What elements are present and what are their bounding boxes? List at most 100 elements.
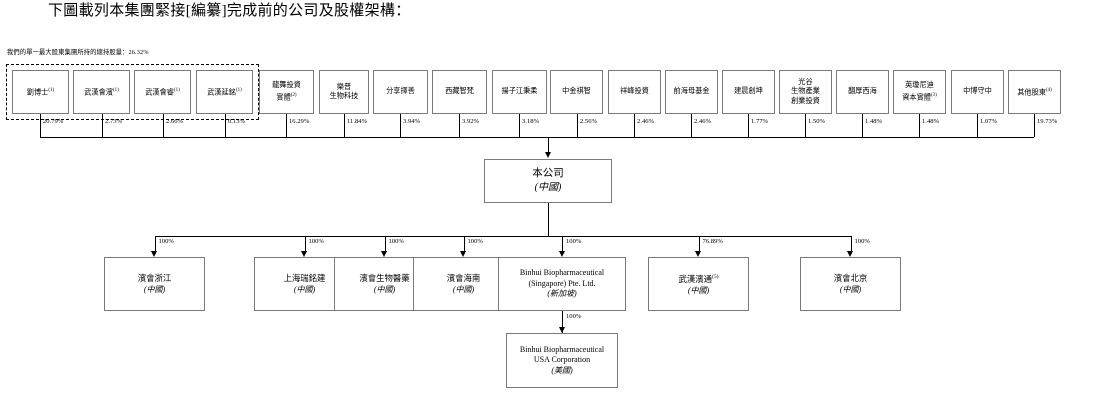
subsidiary-connector-arrow	[381, 251, 388, 257]
shareholder-connector-line	[577, 114, 578, 137]
company-name: 本公司	[532, 168, 564, 179]
shareholder-box: 前海母基金	[665, 70, 718, 114]
shareholder-name: 建晨創坤	[734, 87, 763, 96]
shareholder-percentage: 3.18%	[522, 118, 540, 125]
shareholder-name: 樂普	[336, 82, 352, 91]
shareholder-name: 實體(2)	[276, 92, 297, 102]
shareholder-box: 翻厚西海	[836, 70, 889, 114]
subsidiary-connector-arrow	[151, 251, 158, 257]
subsidiary-connector-arrow	[695, 251, 702, 257]
shareholder-connector-line	[805, 114, 806, 137]
company-jurisdiction: (中國)	[534, 182, 562, 193]
shareholder-connector-line	[1034, 114, 1035, 137]
subsidiary-name: (Singapore) Pte. Ltd.	[528, 278, 596, 288]
usa-inflow-arrow	[558, 327, 565, 333]
shareholder-percentage: 1.77%	[751, 118, 769, 125]
footnote-marker: (1)	[48, 88, 55, 94]
shareholder-connector-line	[459, 114, 460, 137]
shareholder-box: 西藏智梵	[432, 70, 487, 114]
shareholder-box: 龍舞投資實體(2)	[259, 70, 314, 114]
shareholder-percentage: 16.29%	[289, 118, 310, 125]
shareholder-connector-line	[286, 114, 287, 137]
shareholder-box: 中博守中	[951, 70, 1004, 114]
subsidiary-name: 武漢濱通(5)	[678, 274, 719, 284]
shareholder-percentage: 1.50%	[808, 118, 826, 125]
subsidiary-bus-line	[154, 236, 851, 237]
shareholder-name: 翻厚西海	[848, 87, 877, 96]
footnote-marker: (1)	[235, 88, 242, 94]
shareholder-box: 武漢會濱(1)	[73, 70, 130, 114]
shareholder-box: 其他股東(4)	[1008, 70, 1061, 114]
subsidiary-connector-line	[304, 236, 306, 252]
subsidiary-percentage: 100%	[467, 238, 483, 245]
footnote-marker: (1)	[173, 88, 180, 94]
shareholder-percentage: 11.84%	[347, 118, 368, 125]
shareholder-name: 資本實體(3)	[902, 92, 937, 102]
shareholder-box: 分享擇善	[373, 70, 428, 114]
largest-shareholder-group-note: 我們的單一最大股東集團所持的總持股量：26.32%	[7, 49, 149, 56]
subsidiary-connector-line	[463, 236, 465, 252]
shareholder-connector-line	[748, 114, 749, 137]
subsidiary-box: 武漢濱通(5)(中國)	[648, 257, 749, 311]
subsidiary-connector-line	[850, 236, 852, 252]
subsidiary-jurisdiction: (中國)	[452, 285, 475, 294]
shareholder-box: 樂普生物科技	[319, 70, 369, 114]
shareholder-name: 劉博士(1)	[26, 88, 55, 97]
shareholder-name: 中博守中	[963, 87, 992, 96]
subsidiary-connector-arrow	[558, 251, 565, 257]
subsidiary-jurisdiction: (中國)	[293, 285, 316, 294]
subsidiary-connector-line	[698, 236, 700, 252]
shareholder-percentage: 2.56%	[580, 118, 598, 125]
subsidiary-name: 濱會生物醫藥	[359, 274, 410, 283]
subsidiary-percentage: 100%	[308, 238, 324, 245]
shareholder-percentage: 1.48%	[922, 118, 940, 125]
subsidiary-jurisdiction: (新加坡)	[547, 289, 577, 299]
footnote-marker: (3)	[930, 92, 937, 98]
shareholder-box: 中金祺智	[550, 70, 603, 114]
usa-percentage: 100%	[566, 313, 582, 320]
shareholder-name: 龍舞投資	[272, 81, 301, 90]
shareholder-percentage: 2.46%	[637, 118, 655, 125]
subsidiary-connector-line	[562, 236, 563, 252]
footnote-marker: (5)	[711, 274, 719, 281]
shareholder-box: 揚子江秉柔	[492, 70, 547, 114]
company-inflow-line	[548, 137, 549, 153]
subsidiary-box: Binhui Biopharmaceutical(Singapore) Pte.…	[498, 257, 626, 311]
shareholder-percentage: 2.46%	[694, 118, 712, 125]
subsidiary-name: 濱會北京	[833, 274, 868, 283]
shareholder-box: 劉博士(1)	[12, 70, 69, 114]
usa-jurisdiction: (美國)	[551, 365, 573, 375]
shareholder-percentage: 3.92%	[462, 118, 480, 125]
shareholder-percentage: 20.79%	[43, 118, 64, 125]
subsidiary-box: 濱會北京(中國)	[800, 257, 901, 311]
shareholder-name: 揚子江秉柔	[501, 87, 538, 96]
company-box: 本公司 (中國)	[484, 159, 612, 203]
subsidiary-jurisdiction: (中國)	[687, 285, 710, 295]
shareholder-box: 英瓊尼迪資本實體(3)	[893, 70, 946, 114]
shareholder-connector-line	[102, 114, 103, 137]
shareholder-name: 祥峰投資	[620, 87, 649, 96]
shareholder-name: 前海母基金	[673, 87, 710, 96]
shareholder-percentage: 2.73%	[105, 118, 123, 125]
shareholder-name: 武漢會濱(1)	[84, 88, 119, 97]
subsidiary-box: 濱會海南(中國)	[413, 257, 514, 311]
usa-subsidiary-box: Binhui Biopharmaceutical USA Corporation…	[506, 333, 618, 388]
shareholder-name: 西藏智梵	[445, 87, 474, 96]
subsidiary-connector-arrow	[847, 251, 854, 257]
company-inflow-arrow	[544, 152, 551, 158]
subsidiary-name: 濱會浙江	[137, 274, 172, 283]
shareholder-connector-line	[40, 114, 41, 137]
subsidiary-percentage: 100%	[158, 238, 174, 245]
shareholder-name: 英瓊尼迪	[905, 81, 934, 90]
subsidiary-percentage: 100%	[854, 238, 870, 245]
shareholder-box: 武漢延銘(1)	[196, 70, 253, 114]
shareholder-name: 中金祺智	[562, 87, 591, 96]
footnote-marker: (2)	[290, 92, 297, 98]
shareholder-connector-line	[163, 114, 164, 137]
controlling-shareholder-group-outline	[6, 64, 259, 120]
shareholder-name: 生物產業	[791, 87, 820, 96]
shareholder-connector-line	[344, 114, 345, 137]
subsidiary-percentage: 76.89%	[702, 238, 723, 245]
subsidiary-connector-line	[154, 236, 156, 252]
